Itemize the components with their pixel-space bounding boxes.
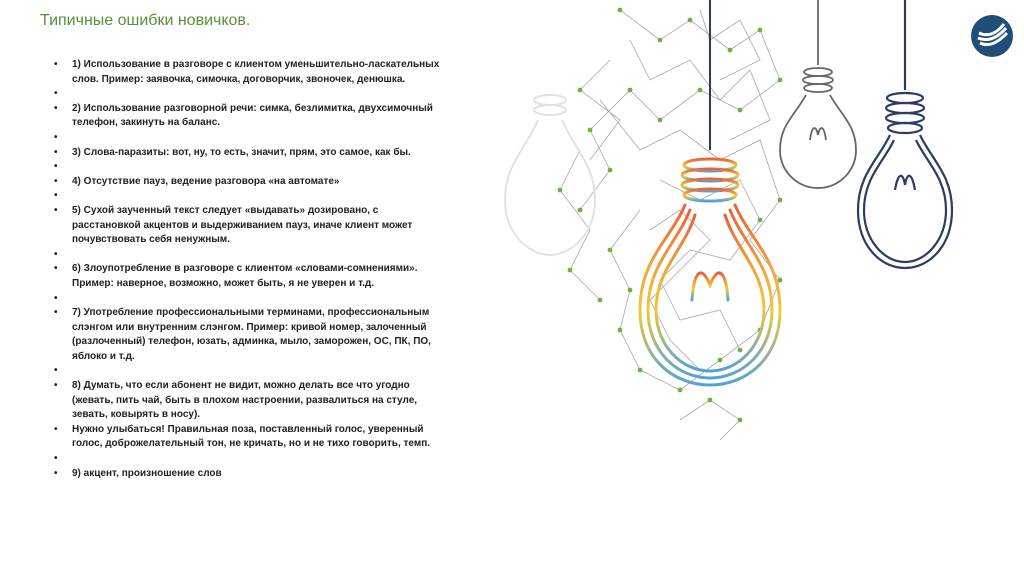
bullet-item	[40, 364, 440, 379]
bullet-item	[40, 452, 440, 467]
bullet-item	[40, 160, 440, 175]
bullet-item	[40, 248, 440, 263]
bullet-item: 4) Отсутствие пауз, ведение разговора «н…	[40, 175, 440, 190]
bank-logo-icon	[971, 15, 1013, 57]
bullet-item: Нужно улыбаться! Правильная поза, постав…	[40, 423, 440, 452]
bullet-item	[40, 292, 440, 307]
lightbulb-illustration	[503, 0, 954, 440]
bullet-item: 1) Использование в разговоре с клиентом …	[40, 58, 440, 87]
bullet-list: 1) Использование в разговоре с клиентом …	[40, 58, 440, 481]
bullet-item: 6) Злоупотребление в разговоре с клиенто…	[40, 262, 440, 291]
bullet-item	[40, 189, 440, 204]
bullet-item	[40, 131, 440, 146]
bullet-item: 3) Слова-паразиты: вот, ну, то есть, зна…	[40, 146, 440, 161]
bullet-item	[40, 87, 440, 102]
bullet-item: 5) Сухой заученный текст следует «выдава…	[40, 204, 440, 248]
bullet-item: 9) акцент, произношение слов	[40, 467, 440, 482]
bullet-item: 7) Употребление профессиональными термин…	[40, 306, 440, 364]
bullet-item: 8) Думать, что если абонент не видит, мо…	[40, 379, 440, 423]
slide-title: Типичные ошибки новичков.	[40, 12, 251, 29]
bullet-item: 2) Использование разговорной речи: симка…	[40, 102, 440, 131]
